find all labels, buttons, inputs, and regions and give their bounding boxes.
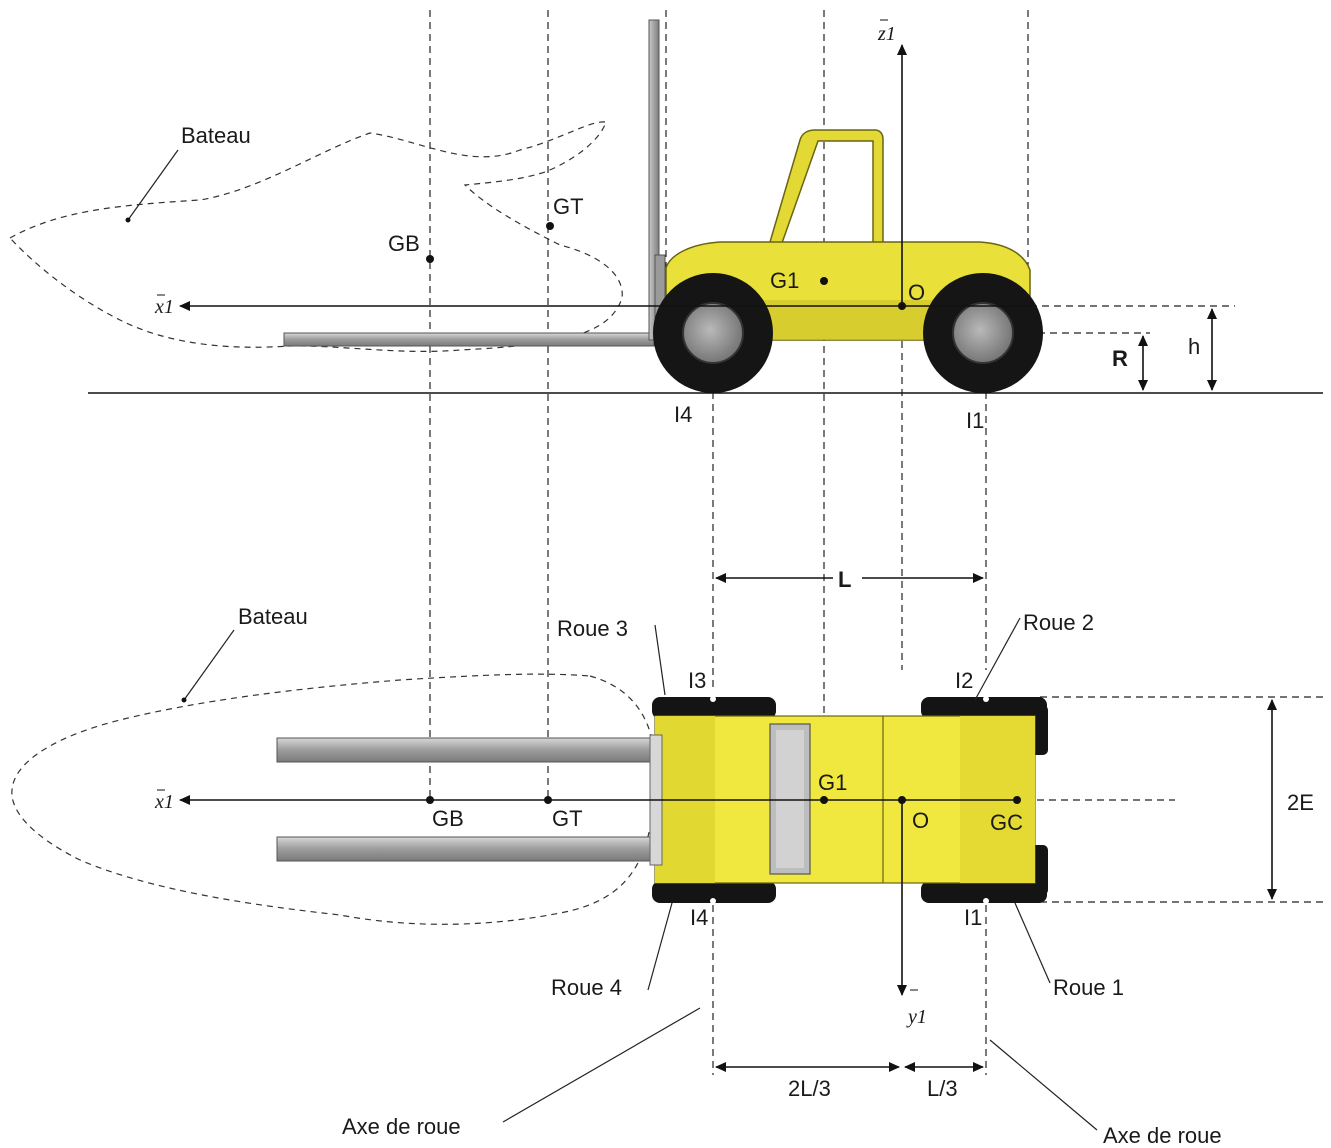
i1-label-top: I1 xyxy=(964,905,982,930)
o-point-top xyxy=(898,796,906,804)
top-view: Bateau GB GT G1 O GC x1 y1 I3 I2 I4 I1 R… xyxy=(11,604,1314,1148)
h-label: h xyxy=(1188,334,1200,359)
fork-top-lower xyxy=(276,836,652,862)
g1-point-side xyxy=(820,277,828,285)
two-e-label: 2E xyxy=(1287,790,1314,815)
i4-label-top: I4 xyxy=(690,905,708,930)
i2-point xyxy=(983,696,989,702)
g1-point-top xyxy=(820,796,828,804)
g1-label-side: G1 xyxy=(770,268,799,293)
axle-label-left: Axe de roue xyxy=(342,1114,461,1139)
r-label: R xyxy=(1112,346,1128,371)
fork-side xyxy=(283,332,655,347)
gc-point-top xyxy=(1013,796,1021,804)
wheel1-top xyxy=(921,881,1047,903)
fork-top-upper xyxy=(276,737,652,763)
gt-point-side xyxy=(546,222,554,230)
cab-frame xyxy=(769,129,884,244)
boat-label-side: Bateau xyxy=(181,123,251,148)
gt-label-top: GT xyxy=(552,806,583,831)
i4-label-side: I4 xyxy=(674,402,692,427)
g1-label-top: G1 xyxy=(818,770,847,795)
boat-outline-side xyxy=(9,121,623,353)
x1-label-top: x1 xyxy=(154,791,174,813)
o-point-side xyxy=(898,302,906,310)
i3-point xyxy=(710,696,716,702)
wheel2-label: Roue 2 xyxy=(1023,610,1094,635)
l-third-label: L/3 xyxy=(927,1076,958,1101)
side-view: Bateau GB GT G1 O x1 z1 R h I4 I1 xyxy=(9,19,1323,433)
i2-label: I2 xyxy=(955,668,973,693)
gt-point-top xyxy=(544,796,552,804)
wheel3-label: Roue 3 xyxy=(557,616,628,641)
wheel3-top xyxy=(652,697,776,719)
wheel2-top xyxy=(921,697,1047,719)
gt-label-side: GT xyxy=(553,194,584,219)
i4-point xyxy=(710,898,716,904)
gc-label-top: GC xyxy=(990,810,1023,835)
i1-label-side: I1 xyxy=(966,408,984,433)
l-label: L xyxy=(838,567,851,592)
l-dimension: L xyxy=(715,567,984,592)
i3-label: I3 xyxy=(688,668,706,693)
y1-label: y1 xyxy=(906,1006,927,1028)
i1-point xyxy=(983,898,989,904)
wheel4-top xyxy=(652,881,776,903)
front-wheel-side xyxy=(923,273,1043,393)
wheel1-label: Roue 1 xyxy=(1053,975,1124,1000)
gb-point-side xyxy=(426,255,434,263)
wheel4-label: Roue 4 xyxy=(551,975,622,1000)
gb-point-top xyxy=(426,796,434,804)
o-label-top: O xyxy=(912,808,929,833)
gb-label-side: GB xyxy=(388,231,420,256)
gb-label-top: GB xyxy=(432,806,464,831)
boat-label-top: Bateau xyxy=(238,604,308,629)
x1-label-side: x1 xyxy=(154,296,174,318)
rear-wheel-side xyxy=(653,273,773,393)
z1-label: z1 xyxy=(877,23,896,45)
o-label-side: O xyxy=(908,280,925,305)
axle-label-right: Axe de roue xyxy=(1103,1123,1222,1148)
two-l-third-label: 2L/3 xyxy=(788,1076,831,1101)
